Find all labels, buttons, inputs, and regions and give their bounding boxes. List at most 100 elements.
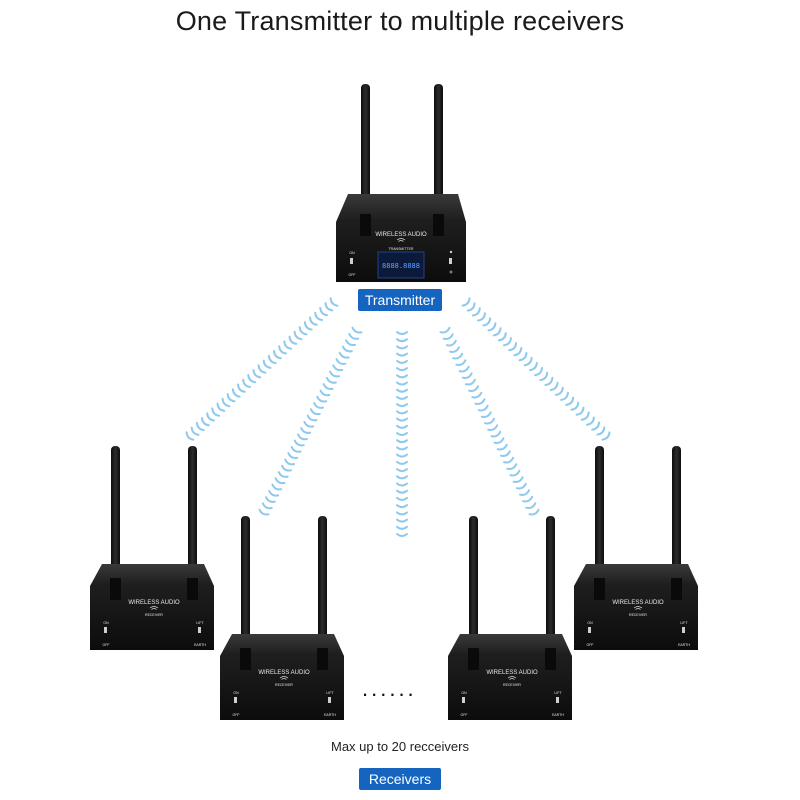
signal-wave-arc bbox=[396, 367, 408, 372]
receiver-on-label: ON bbox=[587, 621, 593, 625]
signal-wave-arc bbox=[300, 427, 312, 434]
transmitter-antenna-right-base bbox=[433, 214, 444, 236]
signal-wave-arc bbox=[258, 508, 270, 516]
receiver-earth-label: EARTH bbox=[552, 713, 564, 717]
signal-wave-arc bbox=[445, 339, 457, 347]
signal-wave-arc bbox=[190, 426, 200, 436]
transmitter-device: WIRELESS AUDIO TRANSMITTER 8888.8888 ON … bbox=[336, 84, 466, 282]
signal-wave-arc bbox=[496, 443, 508, 451]
signal-wave-arc bbox=[471, 307, 481, 317]
signal-wave-arc bbox=[265, 496, 276, 503]
signal-wave-arc bbox=[341, 345, 353, 353]
signal-wave-arc bbox=[396, 504, 408, 509]
receiver-wifi-icon bbox=[507, 676, 517, 680]
signal-wave-arc bbox=[396, 453, 408, 458]
receiver-power-switch bbox=[104, 627, 107, 633]
signal-wave-arc bbox=[554, 386, 564, 396]
receiver-device-3: WIRELESS AUDIO RECEIVER ON OFF LIFT EART… bbox=[448, 516, 572, 720]
signal-wave-arc bbox=[466, 302, 476, 312]
signal-wave-arc bbox=[396, 424, 408, 429]
signal-wave-arc bbox=[452, 352, 464, 360]
signal-wave-arc bbox=[396, 403, 408, 408]
signal-wave-arc bbox=[487, 322, 497, 332]
signal-wave-arc bbox=[565, 396, 575, 406]
signal-wave-arc bbox=[298, 326, 308, 336]
signal-wave-arc bbox=[261, 502, 273, 510]
signal-wave-arc bbox=[283, 340, 293, 350]
signal-wave-arc bbox=[303, 321, 313, 331]
signal-wave-arc bbox=[506, 463, 518, 470]
signal-wave-arc bbox=[237, 383, 246, 393]
signal-wave-arc bbox=[195, 421, 205, 432]
receiver-lift-label: LIFT bbox=[196, 621, 204, 625]
transmitter-on-label: ON bbox=[349, 251, 355, 255]
transmitter-display bbox=[377, 251, 425, 279]
signal-wave-arc bbox=[287, 452, 299, 460]
transmitter-label: Transmitter bbox=[358, 289, 442, 311]
signal-wave-arc bbox=[586, 416, 595, 426]
signal-wave-arc bbox=[396, 338, 408, 343]
signal-wave-arc bbox=[314, 311, 323, 321]
receiver-wifi-icon bbox=[149, 606, 159, 610]
signal-wave-arc bbox=[580, 411, 590, 421]
signal-wave-arc bbox=[493, 437, 505, 444]
signal-wave-arc bbox=[290, 446, 302, 453]
signal-wave-arc bbox=[306, 414, 318, 422]
receiver-ground-switch bbox=[328, 697, 331, 703]
max-receivers-note: Max up to 20 recceivers bbox=[330, 739, 469, 754]
receiver-brand: WIRELESS AUDIO bbox=[258, 670, 310, 676]
signal-wave-arc bbox=[512, 476, 524, 483]
signal-wave-arc bbox=[570, 401, 580, 411]
signal-wave-arc bbox=[601, 431, 611, 441]
receiver-device-1: WIRELESS AUDIO RECEIVER ON OFF LIFT EART… bbox=[90, 446, 214, 650]
receiver-antenna-left-base bbox=[468, 648, 479, 670]
transmitter-power-switch bbox=[350, 258, 353, 264]
signal-wave-arc bbox=[319, 389, 331, 397]
signal-wave-arc bbox=[534, 366, 543, 377]
receiver-ground-switch bbox=[198, 627, 201, 633]
signal-wave-arc bbox=[487, 424, 499, 431]
receiver-power-switch bbox=[234, 697, 237, 703]
signal-wave-arc bbox=[226, 393, 236, 403]
receiver-lift-label: LIFT bbox=[680, 621, 688, 625]
signal-wave-arc bbox=[480, 411, 492, 418]
transmitter-led bbox=[449, 250, 453, 254]
signal-wave-arc bbox=[442, 333, 454, 340]
signal-wave-arc bbox=[288, 335, 298, 345]
receiver-on-label: ON bbox=[461, 691, 467, 695]
signal-wave-arc bbox=[458, 365, 470, 373]
signal-wave-arc bbox=[396, 432, 408, 436]
signal-wave-arc bbox=[396, 468, 408, 473]
signal-wave-arc bbox=[455, 359, 467, 366]
receiver-antenna-left-base bbox=[240, 648, 251, 670]
signal-wave-arc bbox=[278, 345, 287, 355]
signal-wave-arc bbox=[206, 412, 215, 422]
signal-wave-arc bbox=[313, 402, 324, 409]
signal-wave-arc bbox=[539, 371, 549, 382]
signal-wave-arc bbox=[303, 420, 315, 428]
signal-wave-arc bbox=[309, 316, 318, 326]
receiver-model: RECEIVER bbox=[275, 683, 293, 687]
signal-wave-arc bbox=[316, 395, 328, 403]
signal-wave-arc bbox=[284, 458, 296, 466]
signal-wave-arc bbox=[522, 495, 534, 503]
transmitter-model: TRANSMITTER bbox=[389, 247, 414, 251]
signal-wave-arc bbox=[396, 417, 408, 422]
signal-wave-arc bbox=[396, 352, 408, 357]
signal-wave-arc bbox=[396, 345, 408, 350]
receiver-brand: WIRELESS AUDIO bbox=[486, 670, 538, 676]
signal-wave-arc bbox=[396, 482, 408, 487]
transmitter-top-face bbox=[336, 194, 466, 222]
transmitter-display-readout: 8888.8888 bbox=[382, 262, 420, 270]
signal-wave-arc bbox=[293, 439, 305, 447]
receiver-antenna-right-base bbox=[317, 648, 328, 670]
signal-wave-arc bbox=[216, 402, 226, 412]
signal-wave-arc bbox=[396, 395, 408, 400]
signal-wave-arc bbox=[252, 369, 262, 379]
transmitter-brand: WIRELESS AUDIO bbox=[375, 232, 427, 238]
signal-wave-arc bbox=[518, 352, 528, 362]
signal-wave-arc bbox=[319, 306, 329, 317]
signal-wave-arc bbox=[309, 408, 321, 416]
signal-wave-arc bbox=[449, 346, 460, 353]
